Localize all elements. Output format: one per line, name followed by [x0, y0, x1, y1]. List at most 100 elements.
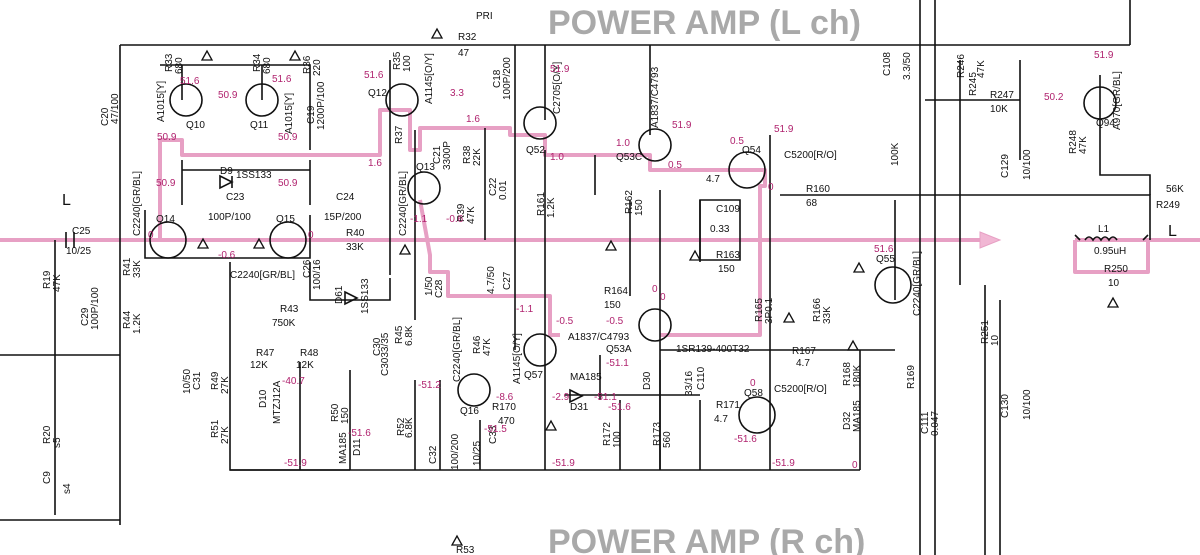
ref-c19: C19 — [306, 105, 317, 124]
ref-r35: R35 — [392, 51, 403, 70]
ref-c23: C23 — [226, 192, 245, 203]
val-r39: 47K — [466, 206, 477, 224]
ref-c32: C32 — [428, 445, 439, 464]
ref-c110: C110 — [696, 366, 707, 390]
ref-r161: R161 — [536, 192, 547, 216]
ref-r20: R20 — [42, 425, 53, 444]
ref-q53c: Q53C — [616, 152, 642, 163]
warning-triangle-icon — [196, 237, 210, 249]
ref-r40: R40 — [346, 228, 365, 239]
val-c32: 100/200 — [450, 433, 461, 470]
voltage-label: 1.0 — [616, 138, 630, 149]
ref-l1: L1 — [1098, 224, 1110, 235]
ref-q14: Q14 — [156, 214, 175, 225]
val-r159: 4.7 — [706, 174, 720, 185]
transistor-q52 — [523, 106, 557, 140]
val-r250: 10 — [1108, 278, 1120, 289]
warning-triangle-icon — [604, 239, 618, 251]
part-q52: C2705[O/Y] — [552, 62, 563, 114]
warning-triangle-icon — [200, 49, 214, 61]
ref-r249: R249 — [1156, 200, 1180, 211]
ref-r247: R247 — [990, 90, 1014, 101]
ref-r251: R251 — [980, 320, 991, 344]
ref-r45: R45 — [394, 325, 405, 344]
ref-r165: R165 — [754, 298, 765, 322]
voltage-label: 0 — [148, 230, 154, 241]
voltage-label: -8.6 — [496, 392, 514, 403]
ref-q16: Q16 — [460, 406, 479, 417]
val-c108: 3.3/50 — [902, 52, 913, 80]
ref-r171: R171 — [716, 400, 740, 411]
val-r172: 100 — [612, 431, 623, 448]
val-c21: 3300P — [442, 141, 453, 170]
title-bottom: POWER AMP (R ch) — [548, 523, 865, 555]
warning-triangle-icon — [782, 311, 796, 323]
val-r166: 33K — [822, 306, 833, 324]
transistor-q11 — [245, 83, 279, 117]
warning-triangle-icon — [430, 27, 444, 39]
voltage-label: 0.5 — [730, 136, 744, 147]
ref-c27: C27 — [502, 271, 513, 290]
warning-triangle-icon — [252, 237, 266, 249]
part-q53c: A1837/C4793 — [650, 66, 661, 128]
voltage-label: -51.6 — [734, 434, 757, 445]
val-c129: 10/100 — [1022, 149, 1033, 180]
warning-triangle-icon — [846, 339, 860, 351]
ref-r44: R44 — [122, 310, 133, 329]
val-r35: 100 — [402, 55, 413, 72]
val-r47: 12K — [250, 360, 268, 371]
ref-r51: R51 — [210, 419, 221, 438]
val-r248: 47K — [1078, 136, 1089, 154]
ref-q94: Q94 — [1096, 118, 1115, 129]
val-c27: 4.7/50 — [486, 266, 497, 294]
val-r251: 10 — [990, 334, 1001, 346]
ref-c130: C130 — [1000, 394, 1011, 418]
ref-r169: R169 — [906, 365, 917, 389]
warning-triangle-icon — [544, 419, 558, 431]
voltage-label: -51.6 — [608, 402, 631, 413]
ref-c24: C24 — [336, 192, 355, 203]
ref-c31: C31 — [192, 371, 203, 390]
val-c18: 100P/200 — [502, 57, 513, 100]
ref-r167: R167 — [792, 346, 816, 357]
warning-triangle-icon — [288, 49, 302, 61]
voltage-label: -0.6 — [446, 214, 464, 225]
voltage-label: 51.6 — [272, 74, 292, 85]
ref-r38: R38 — [462, 145, 473, 164]
val-r246: 47K — [976, 60, 987, 78]
ref-r47: R47 — [256, 348, 275, 359]
voltage-label: 51.9 — [774, 124, 794, 135]
val-r160: 68 — [806, 198, 818, 209]
val-c23: 100P/100 — [208, 212, 251, 223]
val-r20: s5 — [52, 437, 63, 448]
voltage-label: 51.9 — [1094, 50, 1114, 61]
ref-q53a: Q53A — [606, 344, 632, 355]
warning-triangle-icon — [450, 534, 464, 546]
voltage-label: -1.1 — [410, 214, 428, 225]
val-c31: 10/50 — [182, 369, 193, 394]
wiring — [0, 0, 1151, 555]
val-c20: 47/100 — [110, 93, 121, 124]
val-r38: 22K — [472, 148, 483, 166]
val-r164: 150 — [604, 300, 621, 311]
ref-d11: D11 — [352, 438, 363, 456]
ref-c26: C26 — [302, 259, 313, 278]
val-r163: 150 — [718, 264, 735, 275]
voltage-label: 50.9 — [218, 90, 238, 101]
part-d10: MTZJ12A — [272, 380, 283, 424]
ref-r41: R41 — [122, 257, 133, 276]
part-d30: 1SR139-400T32 — [676, 344, 750, 355]
voltage-label: 0 — [660, 292, 666, 303]
part-q16: C2240[GR/BL] — [452, 317, 463, 382]
ref-d30: D30 — [642, 371, 653, 390]
ref-q54: Q54 — [742, 145, 761, 156]
val-r46: 47K — [482, 338, 493, 356]
diode-d31 — [569, 388, 584, 404]
ref-q13: Q13 — [416, 162, 435, 173]
transistor-q53a — [638, 308, 672, 342]
part-q14: C2240[GR/BL] — [132, 171, 143, 236]
transistors — [65, 83, 1149, 434]
val-c19: 1200P/100 — [316, 81, 327, 130]
val-c111: 0.047 — [930, 411, 941, 436]
ref-r246: R246 — [956, 54, 967, 78]
